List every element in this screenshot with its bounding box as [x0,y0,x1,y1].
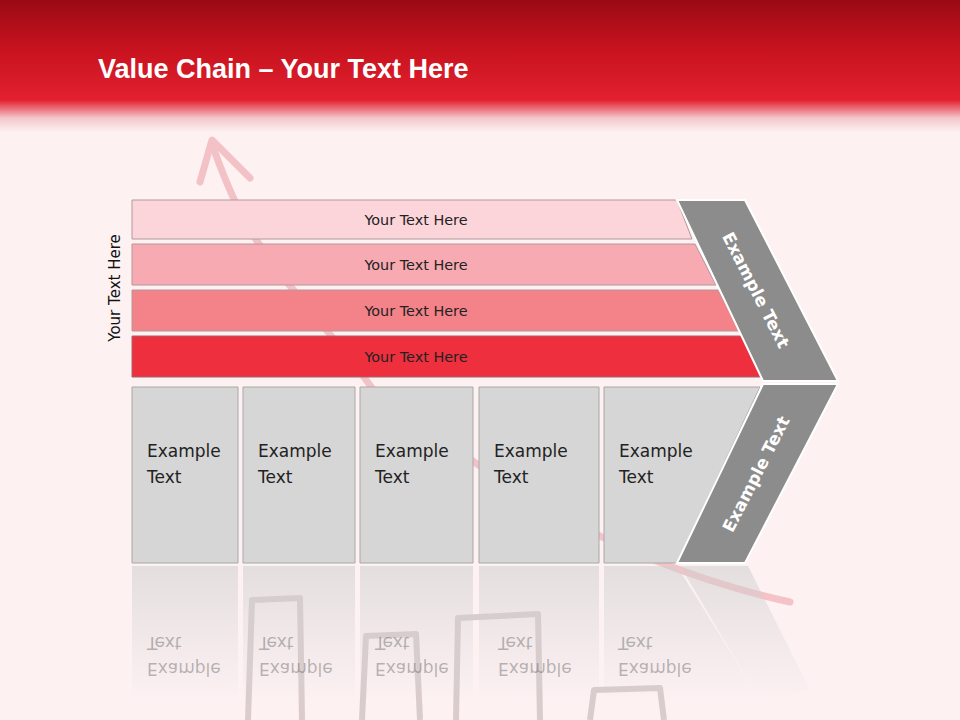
chevron-arm: Example Text [677,200,838,381]
band-bar: Your Text Here [132,290,740,331]
reflection-text: Example Text [259,630,339,681]
activity-box: Example Text [132,387,238,563]
reflection-text: Example Text [375,630,455,681]
chevron-arm: Example Text [677,384,838,563]
reflection-text: Example Text [498,630,578,681]
box-label: Example Text [494,439,574,490]
band-bar: Your Text Here [132,244,716,285]
box-label: Example Text [147,439,227,490]
reflection-text: Example Text [618,630,698,681]
band-bar: Your Text Here [132,336,763,377]
band-label: Your Text Here [132,200,700,239]
band-bar: Your Text Here [132,200,692,239]
activity-box: Example Text [243,387,355,563]
slide-title: Value Chain – Your Text Here [98,54,469,85]
band-label: Your Text Here [132,336,700,377]
box-label: Example Text [258,439,338,490]
box-label: Example Text [619,439,699,490]
reflection-text: Example Text [147,630,227,681]
band-label: Your Text Here [132,244,700,285]
axis-label: Your Text Here [105,218,125,358]
activity-box: Example Text [479,387,599,563]
box-label: Example Text [375,439,455,490]
band-label: Your Text Here [132,290,700,331]
activity-box: Example Text [360,387,473,563]
